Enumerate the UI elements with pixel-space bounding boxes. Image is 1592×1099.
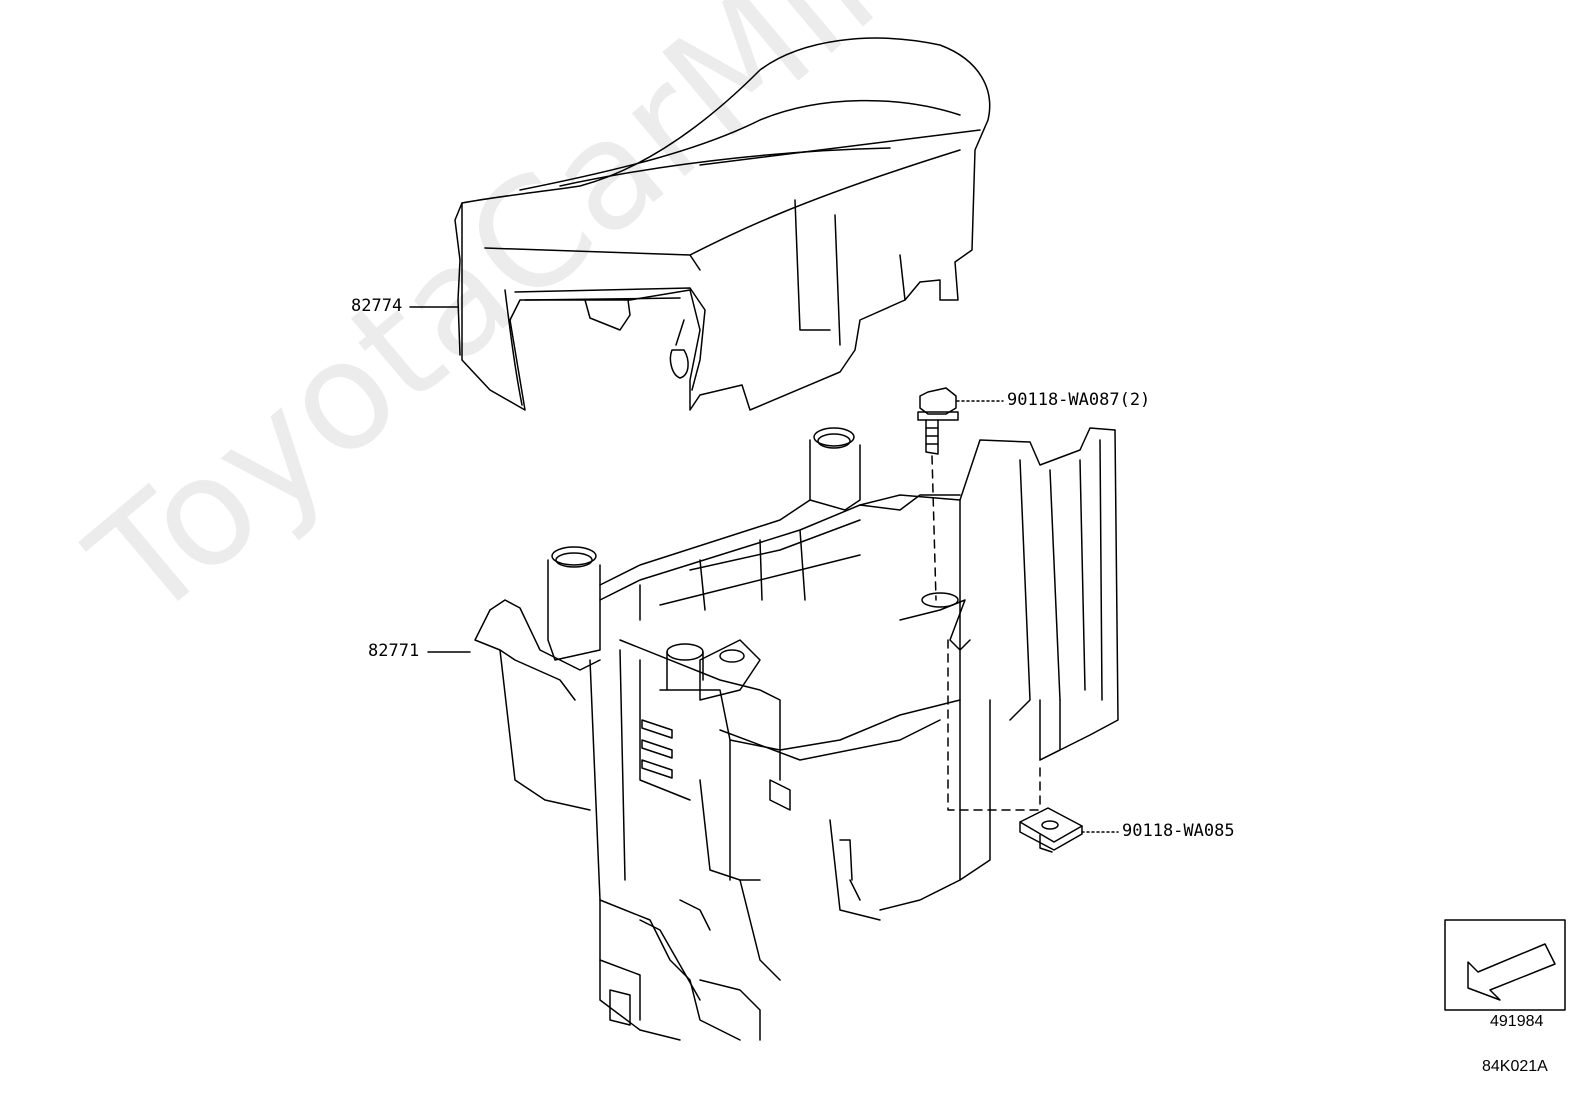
relay-block-box: [474, 427, 1119, 1041]
part-number-nut: 90118-WA085: [1122, 821, 1235, 841]
relay-block-cover: [454, 37, 991, 411]
bolt: [917, 387, 959, 601]
part-number-bolt: 90118-WA087(2): [1007, 390, 1151, 410]
leader-lines: [409, 306, 1119, 833]
direction-arrow-icon: [1444, 919, 1566, 1011]
part-number-box: 82771: [368, 641, 420, 661]
clip-nut: [947, 639, 1083, 853]
part-number-cover: 82774: [351, 296, 403, 316]
figure-code: 84K021A: [1482, 1058, 1548, 1075]
view-reference-number: 491984: [1490, 1013, 1544, 1030]
